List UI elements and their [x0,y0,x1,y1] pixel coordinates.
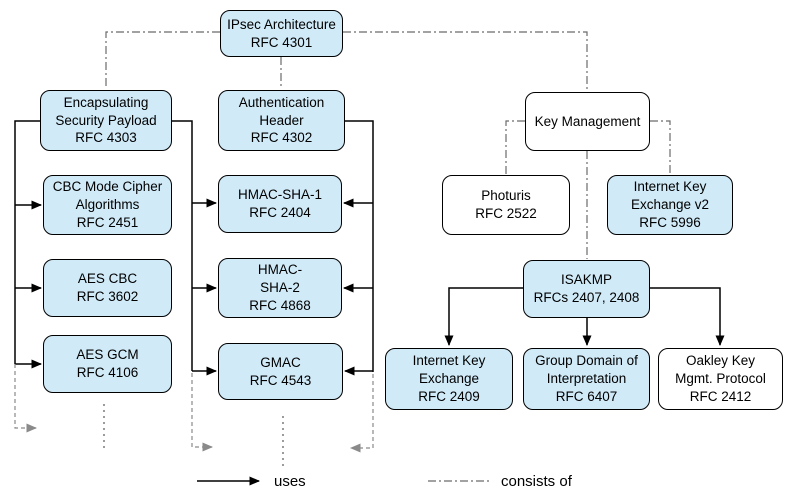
node-label-line: Authentication [238,94,325,110]
node-label-line: RFC 2412 [689,388,752,404]
node-label-line: Exchange [418,371,480,387]
node-label-line: Mgmt. Protocol [675,371,766,387]
node-label-line: RFC 5996 [639,214,701,230]
node-gmac: GMAC RFC 4543 [218,343,343,400]
node-label-line: RFCs 2407, 2408 [533,290,640,305]
node-label-line: RFC 2522 [475,206,537,221]
node-label-line: Exchange v2 [630,197,710,213]
consists-of-km-to-ikev2 [650,120,671,174]
node-label-line: AES GCM [76,347,139,363]
node-label-line: Header [259,112,304,128]
node-label-line: RFC 4301 [250,34,313,50]
node-photuris: Photuris RFC 2522 [442,175,570,235]
continuation-arrow-ah-right [350,374,374,453]
continuation-arrow-esp-right [191,373,213,452]
node-label-line: HMAC- [257,262,303,278]
node-label-line: HMAC-SHA-1 [237,187,322,203]
node-oakley-key-mgmt-protocol: Oakley Key Mgmt. Protocol RFC 2412 [658,348,783,410]
node-label-line: Internet Key [633,179,707,195]
node-cbc-mode-cipher-algorithms: CBC Mode Cipher Algorithms RFC 2451 [43,175,172,235]
node-label-line: RFC 4868 [249,297,311,313]
node-label-line: RFC 2409 [418,388,480,404]
node-label-line: RFC 6407 [555,388,618,404]
node-label-line: Photuris [481,188,531,204]
node-label-line: RFC 2404 [249,205,311,220]
node-label-line: Key Management [534,113,641,129]
continuation-arrow-esp-left [14,364,37,433]
node-hmac-sha2: HMAC- SHA-2 RFC 4868 [218,258,342,318]
node-label-line: Interpretation [546,371,627,387]
node-encapsulating-security-payload: Encapsulating Security Payload RFC 4303 [40,90,172,151]
legend-consists-of-label: consists of [501,473,572,490]
uses-rail-esp-left [14,120,40,364]
legend-uses-label: uses [274,473,306,490]
uses-rail-ah-right [345,120,374,372]
node-label-line: IPsec Architecture [227,16,336,32]
uses-rail-esp-right [172,120,193,371]
node-label-line: Algorithms [75,197,140,213]
node-label-line: SHA-2 [260,280,300,296]
node-label-line: Group Domain of [535,353,638,369]
node-label-line: CBC Mode Cipher [52,179,163,195]
node-aes-gcm: AES GCM RFC 4106 [43,335,172,393]
node-label-line: Encapsulating [63,94,149,110]
consists-of-ipsec-to-km [343,31,588,91]
node-group-domain-of-interpretation: Group Domain of Interpretation RFC 6407 [523,348,650,410]
node-isakmp: ISAKMP RFCs 2407, 2408 [523,260,650,318]
node-label-line: ISAKMP [560,272,612,288]
uses-arrow-isakmp-to-ike [444,287,523,346]
node-label-line: RFC 2451 [76,214,139,230]
node-label-line: RFC 4303 [75,130,137,146]
node-ipsec-architecture: IPsec Architecture RFC 4301 [220,10,343,57]
node-internet-key-exchange-v2: Internet Key Exchange v2 RFC 5996 [607,175,733,235]
uses-arrow-isakmp-to-oakley [650,287,725,346]
node-label-line: Oakley Key [685,353,756,369]
node-label-line: RFC 4543 [249,372,312,388]
node-aes-cbc: AES CBC RFC 3602 [43,259,172,317]
consists-of-ipsec-to-esp [105,31,220,89]
node-hmac-sha1: HMAC-SHA-1 RFC 2404 [218,175,342,233]
node-label-line: AES CBC [77,271,138,287]
node-label-line: GMAC [260,354,301,370]
node-authentication-header: Authentication Header RFC 4302 [218,90,345,151]
node-label-line: RFC 4106 [76,365,139,380]
node-label-line: RFC 4302 [250,130,313,146]
node-label-line: RFC 3602 [76,289,139,304]
node-label-line: Security Payload [55,112,157,128]
node-internet-key-exchange: Internet Key Exchange RFC 2409 [385,348,513,410]
node-key-management: Key Management [525,92,650,151]
node-label-line: Internet Key [412,353,486,369]
consists-of-km-to-photuris [505,120,525,174]
